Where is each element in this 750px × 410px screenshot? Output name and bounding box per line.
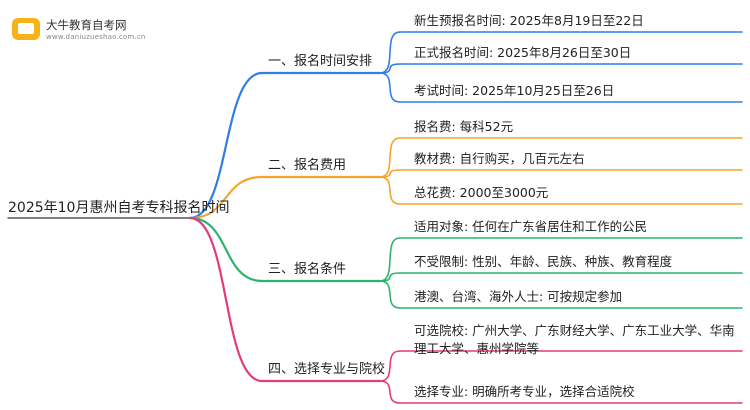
leaf-connector-1-0 — [379, 137, 401, 178]
leaf-exam-time: 考试时间: 2025年10月25日至26日 — [414, 83, 615, 98]
branch-major-and-school: 四、选择专业与院校 — [268, 362, 386, 377]
branch-registration-conditions: 三、报名条件 — [268, 262, 347, 277]
leaf-total-cost: 总花费: 2000至3000元 — [414, 185, 549, 200]
leaf-connector-2-0 — [379, 237, 401, 282]
watermark-logo: 大牛教育自考网 www.daniuzueshao.com.cn — [12, 14, 172, 48]
leaf-formal-registration-time: 正式报名时间: 2025年8月26日至30日 — [414, 45, 632, 60]
leaf-choose-major: 选择专业: 明确所考专业，选择合适院校 — [414, 384, 635, 399]
leaf-eligible-applicants: 适用对象: 任何在广东省居住和工作的公民 — [414, 219, 648, 234]
leaf-optional-schools: 可选院校: 广州大学、广东财经大学、广东工业大学、华南理工大学、惠州学院等 — [414, 323, 735, 356]
leaf-connector-1-2 — [379, 176, 401, 205]
leaf-connector-3-1 — [379, 380, 401, 404]
branch-connector-3 — [188, 216, 264, 383]
leaf-overseas-applicants: 港澳、台湾、海外人士: 可按规定参加 — [414, 289, 623, 304]
branch-connector-0 — [188, 71, 264, 220]
leaf-pre-registration-time: 新生预报名时间: 2025年8月19日至22日 — [414, 13, 644, 28]
branch-registration-fees: 二、报名费用 — [268, 158, 347, 173]
branch-connector-2 — [188, 216, 264, 283]
leaf-connector-0-0 — [379, 31, 401, 74]
leaf-connector-0-2 — [379, 72, 401, 103]
watermark-title: 大牛教育自考网 — [46, 18, 127, 32]
branch-connector-1 — [188, 175, 264, 220]
watermark-url: www.daniuzueshao.com.cn — [46, 33, 146, 41]
leaf-connector-3-0 — [379, 350, 401, 382]
leaf-registration-fee: 报名费: 每科52元 — [414, 119, 514, 134]
branch-registration-schedule: 一、报名时间安排 — [268, 54, 373, 69]
leaf-textbook-fee: 教材费: 自行购买，几百元左右 — [414, 151, 585, 166]
leaf-connector-2-2 — [379, 280, 401, 309]
root-topic: 2025年10月惠州自考专科报名时间 — [8, 200, 230, 216]
leaf-connector-0-1 — [379, 63, 401, 74]
graduation-cap-icon — [12, 18, 40, 40]
leaf-no-restrictions: 不受限制: 性别、年龄、民族、种族、教育程度 — [414, 254, 673, 269]
